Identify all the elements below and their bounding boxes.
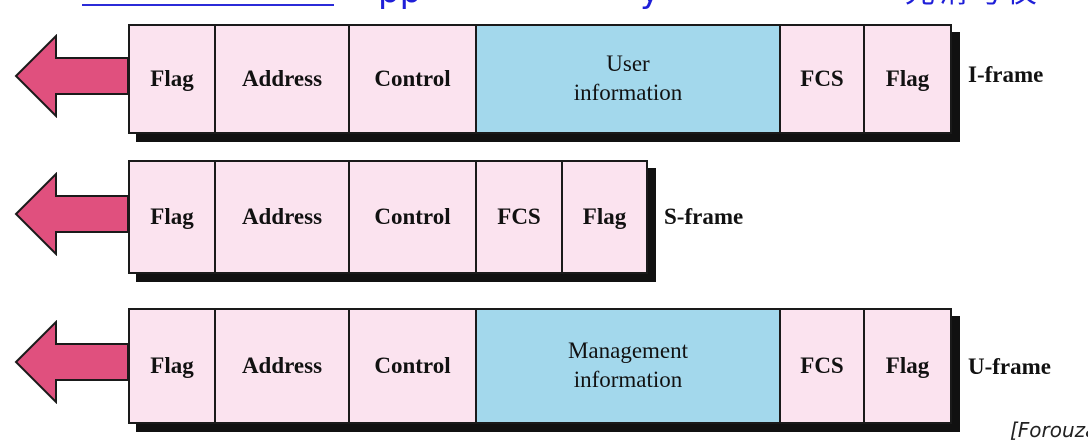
fcs-field: FCS	[477, 162, 563, 272]
fcs-field: FCS	[781, 310, 865, 422]
header-fragment-b: y	[640, 0, 660, 8]
user-information-field: User information	[477, 26, 781, 132]
i-frame-row: Flag Address Control User information FC…	[0, 24, 1088, 144]
control-field: Control	[350, 162, 477, 272]
address-field: Address	[216, 26, 350, 132]
flag-field: Flag	[582, 204, 627, 229]
info-line-1: User	[606, 51, 650, 77]
flag-field: Flag	[130, 162, 216, 272]
flag-field: Flag	[885, 353, 930, 378]
s-frame: Flag Address Control FCS Flag	[128, 160, 648, 274]
u-frame: Flag Address Control Management informat…	[128, 308, 952, 424]
fcs-field: FCS	[781, 26, 865, 132]
flag-field: Flag	[130, 26, 216, 132]
i-frame-label: I-frame	[968, 62, 1044, 87]
flag-field: Flag	[885, 66, 930, 91]
u-frame-label: U-frame	[968, 354, 1052, 379]
address-field: Address	[216, 310, 350, 422]
left-arrow-icon	[14, 172, 129, 256]
u-frame-row: Flag Address Control Management informat…	[0, 308, 1088, 428]
address-field: Address	[216, 162, 350, 272]
info-line-2: information	[573, 367, 683, 392]
info-line-1: Management	[567, 338, 689, 364]
control-field: Control	[350, 310, 477, 422]
info-line-2: information	[573, 80, 683, 105]
management-information-field: Management information	[477, 310, 781, 422]
left-arrow-icon	[14, 34, 129, 118]
i-frame: Flag Address Control User information FC…	[128, 24, 952, 134]
left-arrow-icon	[14, 320, 129, 404]
link-underline	[82, 4, 334, 6]
top-strip: pp y 光滑号仪	[0, 0, 1088, 14]
header-fragment-a: pp	[378, 0, 421, 8]
s-frame-row: Flag Address Control FCS Flag S-frame	[0, 160, 1088, 280]
citation: [Forouzan]	[1010, 420, 1088, 440]
control-field: Control	[350, 26, 477, 132]
header-fragment-c: 光滑号仪	[905, 0, 1041, 8]
flag-field: Flag	[130, 310, 216, 422]
s-frame-label: S-frame	[664, 204, 744, 229]
